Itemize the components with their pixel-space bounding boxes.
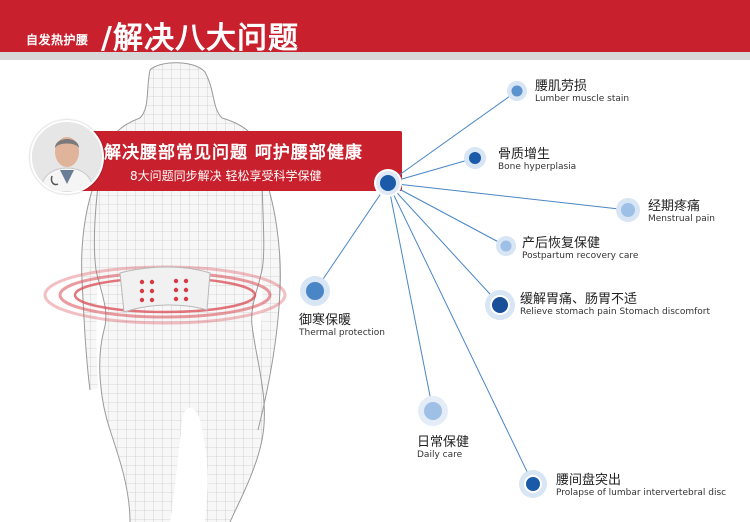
banner-headline: 解决腰部常见问题 呵护腰部健康 — [104, 143, 363, 163]
problem-label-8: 腰间盘突出 Prolapse of lumbar intervertebral … — [556, 473, 726, 499]
problem-label-4: 产后恢复保健 Postpartum recovery care — [522, 236, 638, 262]
node-postpartum-care — [496, 236, 516, 256]
problem-en: Thermal protection — [299, 328, 385, 338]
problem-en: Lumber muscle stain — [535, 94, 630, 104]
problem-label-3: 经期疼痛 Menstrual pain — [648, 199, 715, 225]
node-thermal-protection — [300, 276, 330, 306]
problem-cn: 腰肌劳损 — [535, 79, 588, 94]
problem-label-5: 缓解胃痛、肠胃不适 Relieve stomach pain Stomach d… — [520, 292, 710, 318]
problem-label-7: 日常保健 Daily care — [417, 435, 469, 461]
doctor-portrait-icon — [32, 122, 102, 192]
node-lumber-muscle — [507, 81, 527, 101]
problem-cn: 经期疼痛 — [648, 199, 701, 214]
problem-en: Menstrual pain — [648, 214, 715, 224]
problem-cn: 骨质增生 — [498, 147, 551, 162]
problem-en: Postpartum recovery care — [522, 251, 639, 261]
header-main-title: /解决八大问题 — [101, 21, 299, 56]
node-lumbar-disc — [519, 470, 547, 498]
problem-cn: 产后恢复保健 — [522, 236, 601, 251]
problem-cn: 日常保健 — [417, 435, 470, 450]
node-stomach-pain — [485, 290, 515, 320]
problem-en: Prolapse of lumbar intervertebral disc — [556, 488, 727, 498]
problem-cn: 缓解胃痛、肠胃不适 — [520, 292, 638, 307]
node-menstrual-pain — [616, 198, 640, 222]
doctor-avatar — [30, 120, 104, 194]
problem-label-2: 骨质增生 Bone hyperplasia — [498, 147, 576, 173]
problem-label-1: 腰肌劳损 Lumber muscle stain — [535, 79, 629, 105]
problem-en: Relieve stomach pain Stomach discomfort — [520, 307, 711, 317]
problem-label-6: 御寒保暖 Thermal protection — [299, 313, 385, 339]
promo-banner: 解决腰部常见问题 呵护腰部健康 8大问题同步解决 轻松享受科学保健 — [72, 131, 402, 191]
hub-node — [374, 169, 402, 197]
header-small-title: 自发热护腰 — [26, 33, 89, 47]
problem-cn: 腰间盘突出 — [556, 473, 622, 488]
node-bone-hyperplasia — [464, 147, 486, 169]
problem-en: Bone hyperplasia — [498, 162, 577, 172]
problem-en: Daily care — [417, 450, 463, 460]
node-daily-care — [418, 396, 448, 426]
banner-subline: 8大问题同步解决 轻松享受科学保健 — [130, 169, 322, 183]
problem-cn: 御寒保暖 — [299, 313, 352, 328]
header-bar: 自发热护腰 /解决八大问题 — [0, 0, 750, 60]
header-underline-strip — [0, 52, 750, 60]
waist-belt — [119, 266, 211, 313]
